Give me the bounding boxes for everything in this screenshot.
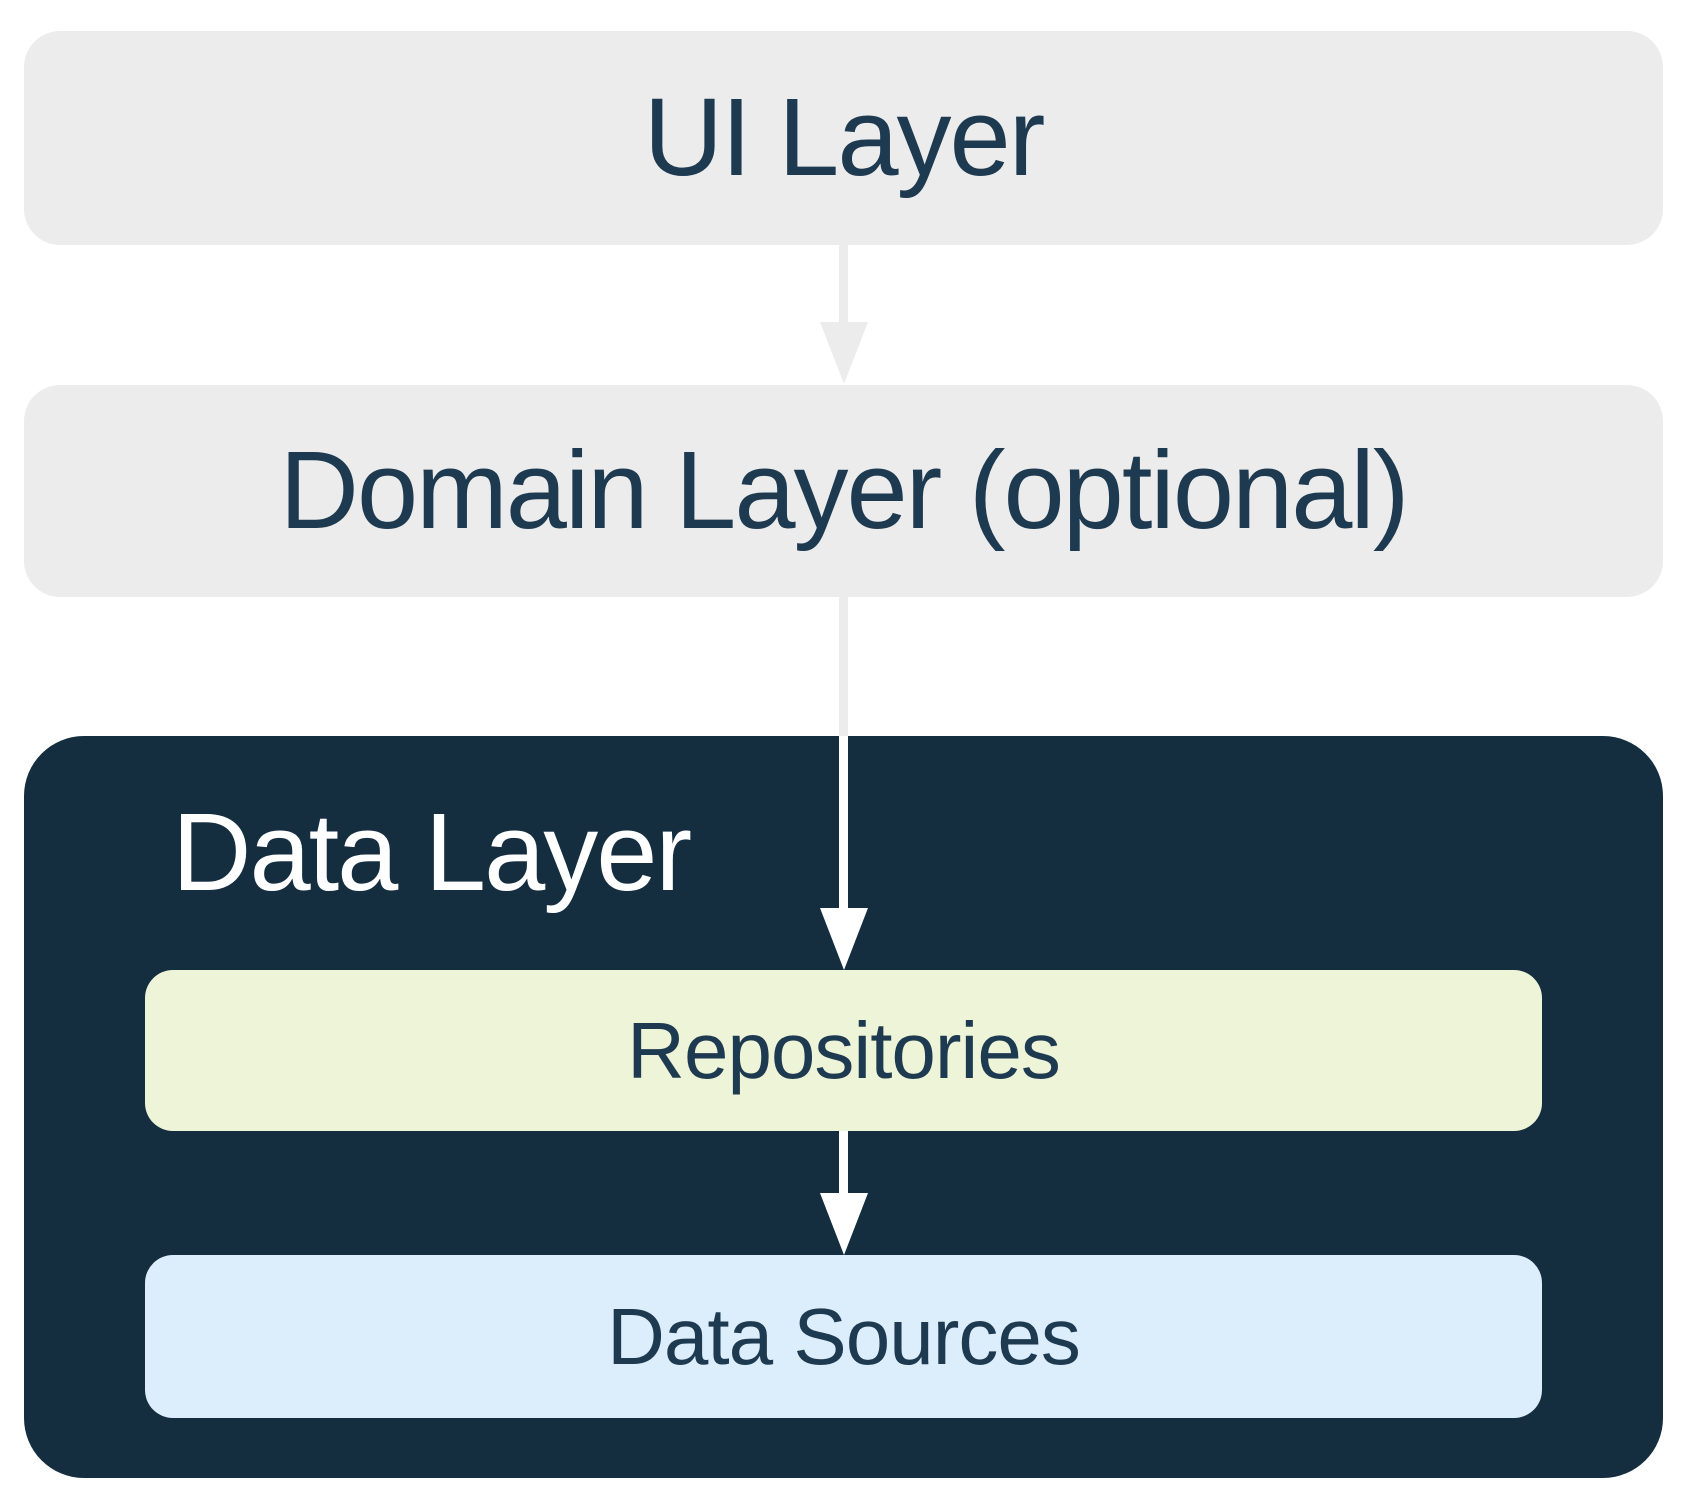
domain-layer-box: Domain Layer (optional) [24, 385, 1663, 597]
ui-layer-label: UI Layer [643, 76, 1046, 199]
arrow-head-down-icon [820, 1193, 868, 1255]
arrow-shaft [839, 736, 848, 908]
ui-layer-box: UI Layer [24, 31, 1663, 245]
repositories-label: Repositories [627, 1005, 1061, 1095]
data-layer-label: Data Layer [172, 791, 692, 914]
data-sources-box: Data Sources [145, 1255, 1542, 1418]
arrow-head-down-icon [820, 908, 868, 970]
repositories-box: Repositories [145, 970, 1542, 1131]
data-sources-label: Data Sources [607, 1291, 1081, 1381]
arrow-shaft [839, 245, 848, 322]
arrow-shaft [839, 1131, 848, 1193]
data-layer-box: Data Layer Repositories Data Sources [24, 736, 1663, 1478]
arrow-head-down-icon [820, 322, 868, 384]
domain-layer-label: Domain Layer (optional) [279, 429, 1410, 552]
arrow-shaft [839, 597, 848, 736]
